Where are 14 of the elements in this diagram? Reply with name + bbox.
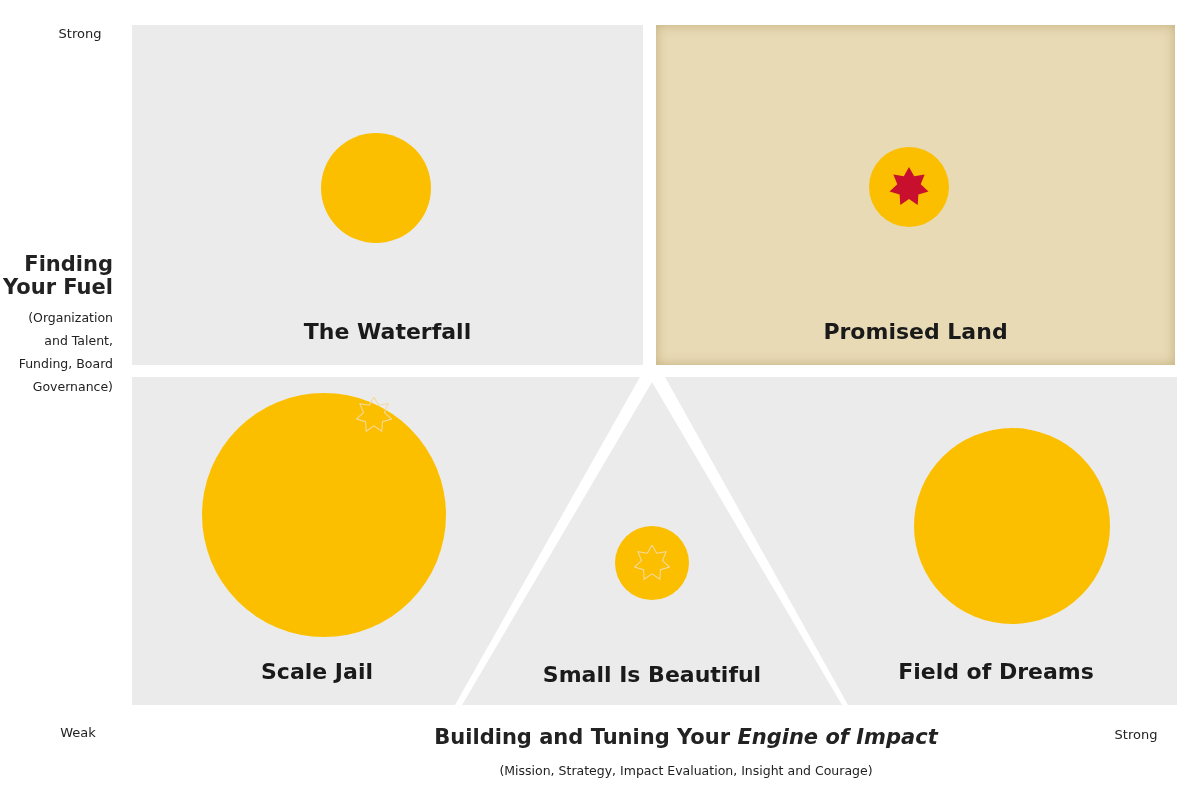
axis-subtitle: (Mission, Strategy, Impact Evaluation, Insight and Courage) [498, 763, 874, 778]
quadrant-label: Promised Land [822, 319, 1009, 344]
quadrant-label: Small Is Beautiful [541, 662, 763, 687]
quadrant-panel [656, 25, 1175, 365]
axis-title: Finding Your Fuel [2, 253, 113, 300]
axis-title: Building and Tuning Your Engine of Impact [433, 725, 940, 749]
quadrant-label: Field of Dreams [897, 659, 1095, 684]
axis-end-label: Strong [57, 26, 103, 41]
axis-subtitle: (Organization and Talent, Funding, Board Governance) [17, 309, 113, 397]
axis-end-label: Strong [1113, 727, 1159, 742]
quadrant-label: Scale Jail [260, 659, 374, 684]
quadrant-panel [132, 25, 643, 365]
axis-end-label: Weak [59, 725, 97, 740]
quadrant-label: The Waterfall [302, 319, 473, 344]
